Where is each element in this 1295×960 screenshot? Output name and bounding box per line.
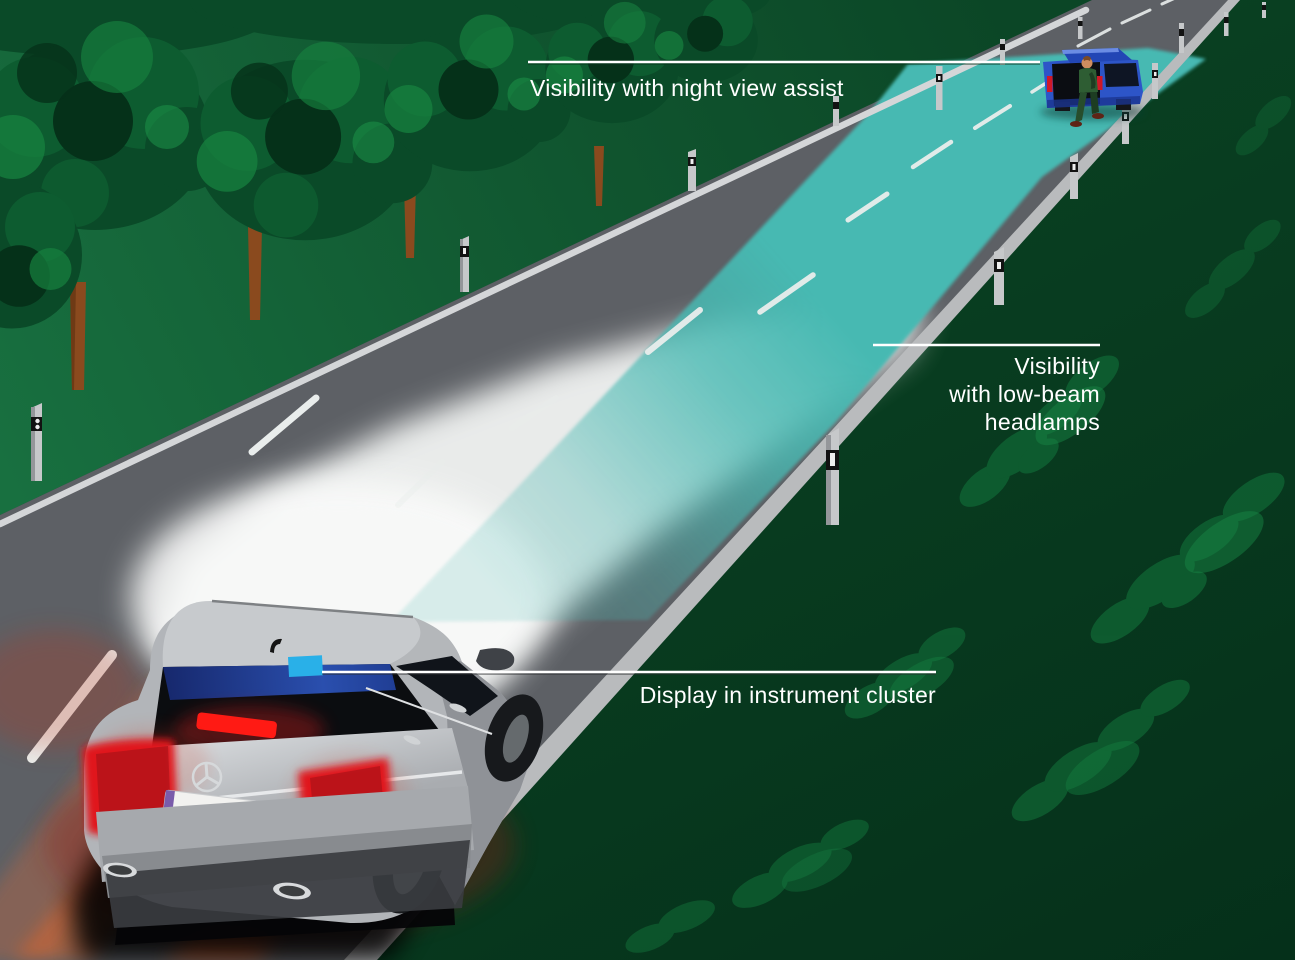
bush-cluster <box>1011 679 1190 822</box>
guide-post <box>31 403 42 481</box>
tree <box>0 181 82 329</box>
main-vehicle <box>82 599 544 928</box>
callout-display-cluster: Display in instrument cluster <box>322 670 936 708</box>
center-dash <box>1120 8 1152 25</box>
guide-post <box>936 66 943 110</box>
bush-cluster <box>625 900 715 953</box>
pedestrian <box>1070 56 1104 127</box>
tree <box>0 21 229 230</box>
side-mirror <box>476 648 515 671</box>
pedestrian-hair <box>1083 56 1091 61</box>
guide-post <box>460 236 469 292</box>
exhaust-tip <box>103 862 137 878</box>
guide-post <box>1224 12 1229 36</box>
third-brake-light <box>196 712 277 739</box>
guide-post <box>994 247 1004 305</box>
car-roof-seam <box>211 599 414 619</box>
bush-cluster <box>732 819 869 908</box>
right-edge-line <box>344 0 1240 960</box>
car-roof <box>162 600 422 667</box>
center-dash <box>645 307 703 355</box>
parked-vehicle-windows <box>1104 63 1139 87</box>
tree-trunks <box>70 146 604 390</box>
guide-post <box>1070 153 1078 199</box>
night-view-visibility-area <box>391 48 1206 622</box>
center-dash <box>395 459 445 508</box>
parked-vehicle-tailgate-edge <box>1062 48 1119 54</box>
bush-cluster <box>959 355 1119 507</box>
label-low-beam-line3: headlamps <box>985 409 1100 435</box>
guide-post <box>1262 2 1266 18</box>
tree-trunk-shade <box>70 282 76 390</box>
center-dash <box>1160 0 1175 6</box>
bush-cluster <box>1090 472 1285 644</box>
bush-cluster <box>1235 95 1292 156</box>
tree-trunk <box>404 184 416 258</box>
main-vehicle-group <box>0 599 544 960</box>
left-taillight-inner <box>96 746 171 826</box>
guide-post <box>1152 63 1158 99</box>
instrument-cluster-display <box>288 655 324 677</box>
pedestrian-leg <box>1090 92 1099 114</box>
label-night-view-assist: Visibility with night view assist <box>530 75 844 101</box>
window-sill-chrome <box>365 687 493 735</box>
guide-post <box>688 149 696 191</box>
parked-vehicle-group <box>1040 48 1144 127</box>
tree-trunk <box>248 226 262 320</box>
center-dash <box>248 394 320 456</box>
center-dash <box>910 139 954 170</box>
label-display-cluster: Display in instrument cluster <box>640 682 936 708</box>
door-handle <box>403 735 421 745</box>
center-dash <box>509 395 559 431</box>
center-dash <box>973 104 1012 130</box>
pedestrian-shoe <box>1070 121 1082 127</box>
tree-trunk <box>594 146 604 206</box>
label-low-beam-line1: Visibility <box>1014 353 1100 379</box>
parked-vehicle-taillight <box>1097 76 1103 90</box>
left-edge-line <box>0 6 1090 528</box>
pedestrian-leg <box>1075 92 1087 123</box>
bush-cluster <box>844 627 966 719</box>
exhaust-tip <box>273 882 311 900</box>
tree <box>195 41 433 241</box>
callout-night-view: Visibility with night view assist <box>528 60 1040 101</box>
guide-post <box>1000 39 1005 65</box>
guide-post <box>833 96 839 126</box>
tree <box>383 14 571 172</box>
pedestrian-shoe <box>1092 113 1104 119</box>
bush-cluster <box>1185 219 1281 318</box>
center-dash <box>845 191 890 223</box>
tree <box>654 0 758 83</box>
mercedes-star-emblem <box>191 761 223 793</box>
car-front-right-wheel <box>484 694 544 782</box>
tree <box>545 1 679 124</box>
guide-post <box>1078 17 1083 39</box>
door-handle <box>449 703 467 713</box>
roof-antenna <box>270 638 282 653</box>
parked-vehicle-taillight <box>1047 76 1053 92</box>
label-low-beam-line2: with low-beam <box>948 381 1100 407</box>
pedestrian-arm <box>1089 72 1096 89</box>
guide-post <box>826 428 839 525</box>
guide-post <box>1179 23 1184 53</box>
center-dash <box>757 272 816 315</box>
callout-low-beam: Visibility with low-beam headlamps <box>873 343 1100 435</box>
center-dash <box>1076 27 1112 48</box>
callouts: Visibility with night view assist Visibi… <box>322 60 1100 708</box>
